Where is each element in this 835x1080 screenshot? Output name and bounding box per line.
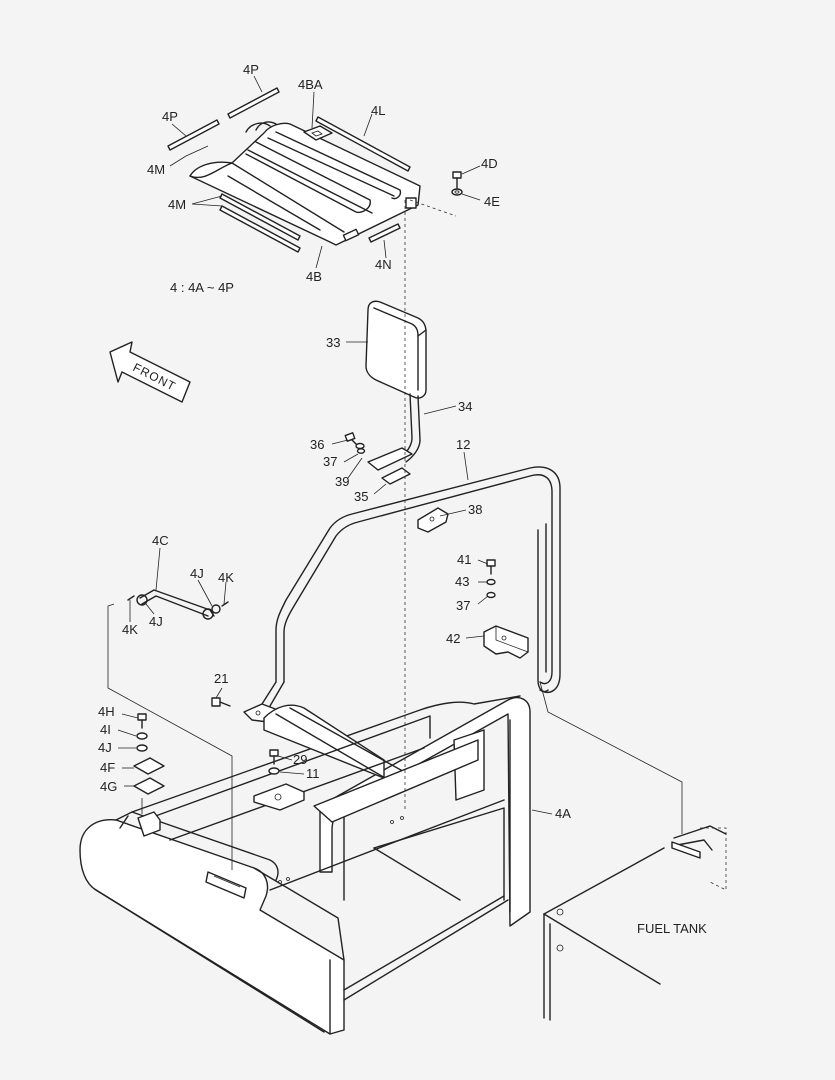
fuel-tank (543, 825, 727, 1021)
callout-4J-top: 4J (190, 566, 204, 581)
plates-4F-4G (133, 713, 165, 795)
callout-12: 12 (456, 437, 470, 452)
alignment-lines (107, 199, 683, 870)
callout-43: 43 (455, 574, 469, 589)
callout-36: 36 (310, 437, 324, 452)
callout-4H: 4H (98, 704, 115, 719)
leader-lines (117, 75, 553, 815)
callout-29: 29 (293, 752, 307, 767)
callout-4M-top: 4M (147, 162, 165, 177)
callout-11: 11 (306, 766, 320, 781)
callout-37-right: 37 (456, 598, 470, 613)
group-note: 4 : 4A ~ 4P (170, 280, 234, 295)
callout-4M-lower: 4M (168, 197, 186, 212)
callout-39: 39 (335, 474, 349, 489)
callout-4B: 4B (306, 269, 322, 284)
spring-4C (127, 589, 229, 620)
callout-4P-top: 4P (243, 62, 259, 77)
callout-37-top: 37 (323, 454, 337, 469)
fuel-tank-label: FUEL TANK (637, 921, 707, 936)
callout-4J-left: 4J (149, 614, 163, 629)
bracket-42 (483, 559, 529, 659)
callout-4L: 4L (371, 103, 385, 118)
bolt-4D (451, 171, 463, 196)
callout-34: 34 (458, 399, 472, 414)
headrest-33 (365, 300, 427, 399)
callout-labels: 4P 4BA 4P 4L 4M 4D 4M 4E 4B 4N 4 : 4A ~ … (98, 62, 707, 936)
front-direction-arrow: FRONT (109, 341, 191, 403)
callout-4K-top: 4K (218, 570, 234, 585)
callout-4G: 4G (100, 779, 117, 794)
callout-4D: 4D (481, 156, 498, 171)
callout-4I: 4I (100, 722, 111, 737)
callout-33: 33 (326, 335, 340, 350)
headrest-stay-34 (367, 393, 449, 533)
callout-4C: 4C (152, 533, 169, 548)
callout-35: 35 (354, 489, 368, 504)
callout-4BA: 4BA (298, 77, 323, 92)
callout-4K-left: 4K (122, 622, 138, 637)
callout-4J-bolt: 4J (98, 740, 112, 755)
callout-21: 21 (214, 671, 228, 686)
callout-4E: 4E (484, 194, 500, 209)
seat-base-4A (79, 695, 531, 1035)
callout-4F: 4F (100, 760, 115, 775)
callout-38: 38 (468, 502, 482, 517)
callout-4N: 4N (375, 257, 392, 272)
bolt-36 (344, 432, 366, 454)
bolt-29 (268, 749, 280, 775)
callout-4A: 4A (555, 806, 571, 821)
callout-41: 41 (457, 552, 471, 567)
seat-cushion-4B (189, 121, 421, 246)
callout-4P-left: 4P (162, 109, 178, 124)
bolt-21 (211, 697, 231, 707)
backrest-frame-12 (243, 466, 561, 723)
callout-42: 42 (446, 631, 460, 646)
